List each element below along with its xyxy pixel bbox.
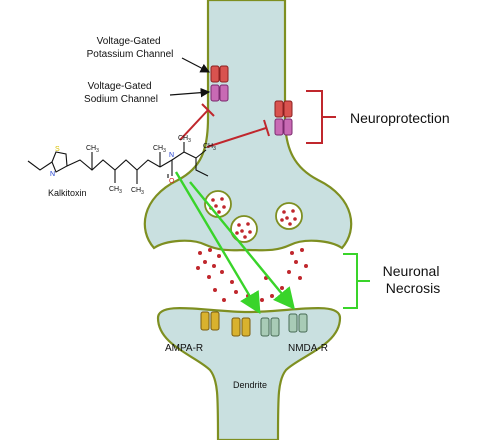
sulfur-atom: S (55, 146, 60, 153)
inhibition-lines (179, 103, 270, 148)
vesicle (275, 202, 303, 230)
nmda-receptor-label: NMDA-R (288, 343, 328, 354)
amide-nitrogen-atom: N (169, 152, 174, 159)
sodium-channel-left (210, 84, 229, 102)
neuroprotection-label: Neuroprotection (350, 110, 450, 126)
potassium-pointer-arrow (181, 57, 211, 73)
methyl-label-6: CH3 (203, 143, 216, 152)
kalkitoxin-label: Kalkitoxin (48, 188, 87, 198)
presynaptic-terminal (143, 0, 353, 252)
sodium-channel-label: Voltage-Gated Sodium Channel (84, 81, 158, 105)
necrosis-bracket (343, 253, 370, 309)
methyl-label-5: CH3 (178, 135, 191, 144)
methyl-label-4: CH3 (153, 145, 166, 154)
molecule-atom-labels: S N N O CH3 CH3 CH3 CH3 CH3 CH3 (50, 135, 216, 196)
ampa-receptor-1 (200, 311, 220, 331)
activation-arrows (174, 171, 296, 315)
neuroprotection-bracket (306, 90, 336, 144)
sodium-pointer-arrow (169, 87, 211, 98)
kalkitoxin-molecule (27, 142, 209, 184)
potassium-channel-left (210, 65, 229, 83)
methyl-label-3: CH3 (131, 187, 144, 196)
potassium-channel-label: Voltage-Gated Potassium Channel (87, 36, 174, 60)
oxygen-atom: O (169, 178, 175, 185)
potassium-channel-right (274, 100, 293, 118)
synaptic-vesicles (204, 190, 303, 243)
sodium-channel-right (274, 118, 293, 136)
ampa-receptor-2 (231, 317, 251, 337)
methyl-label-2: CH3 (109, 186, 122, 195)
ampa-receptor-label: AMPA-R (165, 343, 203, 354)
dendrite-label: Dendrite (233, 380, 267, 390)
nmda-receptor-1 (260, 317, 280, 337)
methyl-label-1: CH3 (86, 145, 99, 154)
vesicle (230, 215, 258, 243)
ring-nitrogen-atom: N (50, 171, 55, 178)
neuronal-necrosis-label: Neuronal Necrosis (383, 263, 444, 296)
nmda-receptor-2 (288, 313, 308, 333)
